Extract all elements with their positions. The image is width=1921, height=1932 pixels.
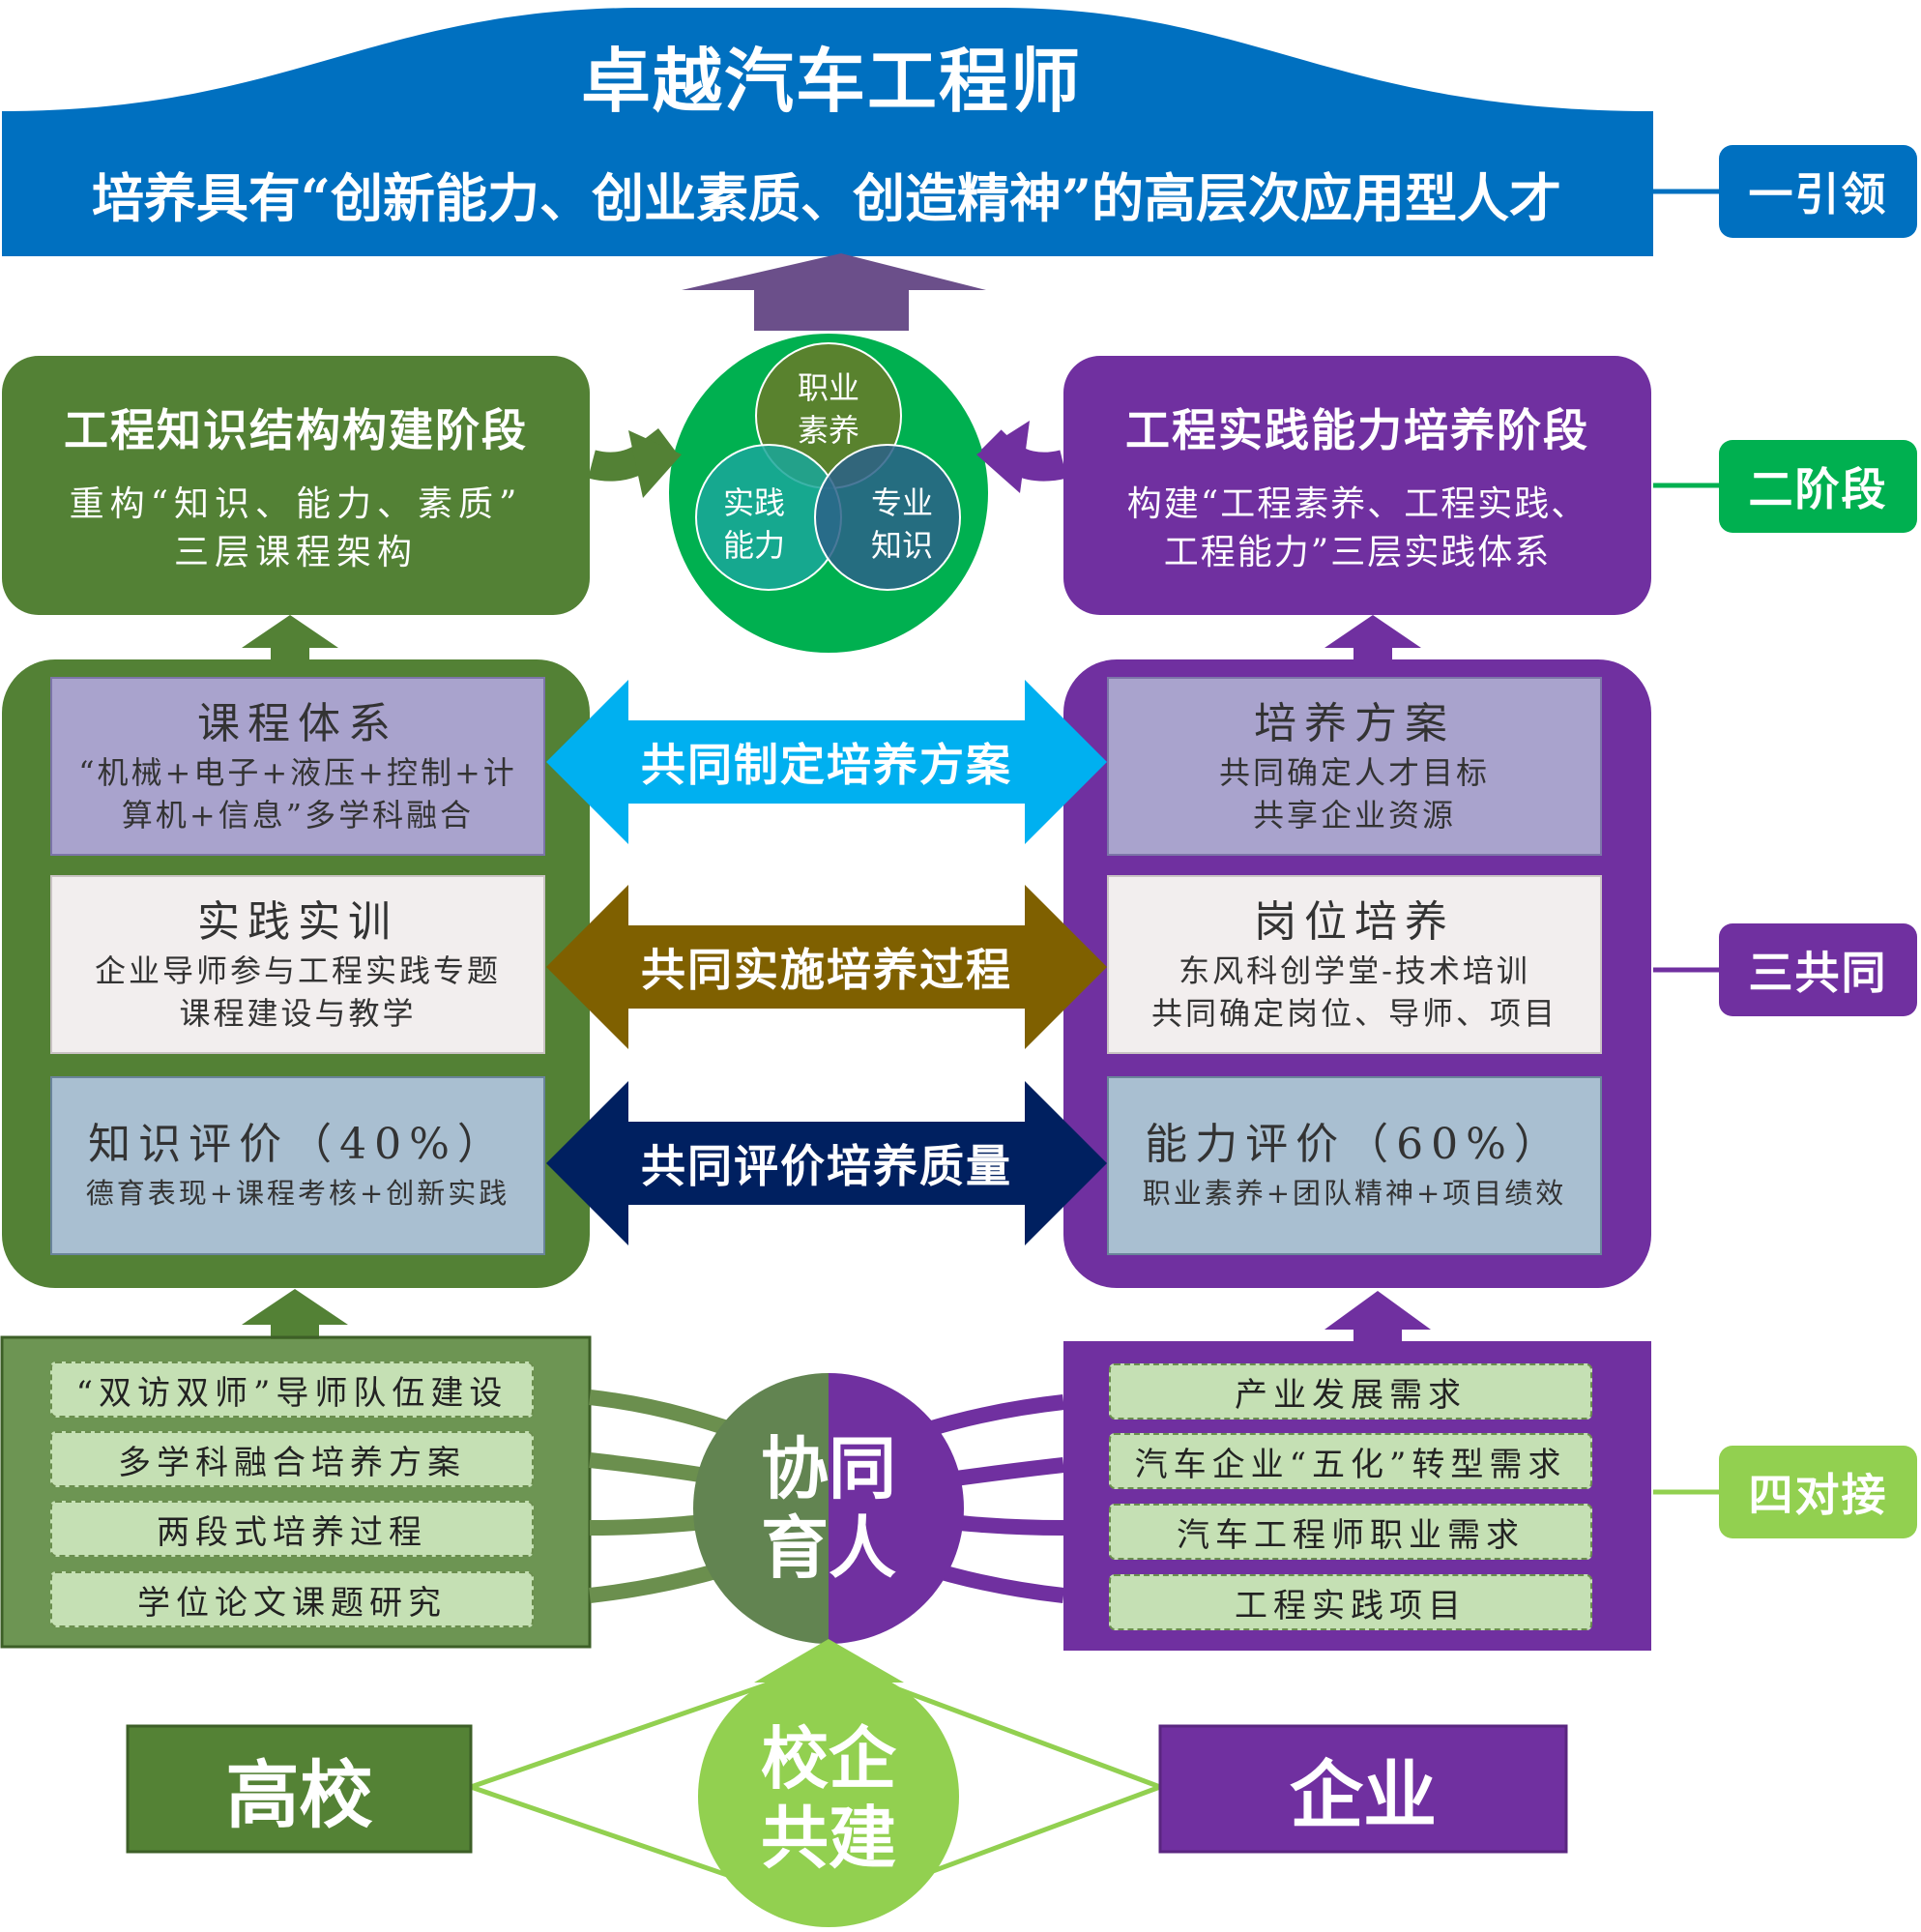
school-box — [126, 1724, 473, 1854]
course-system-box: 课程体系 “机械+电子+液压+控制+计 算机+信息”多学科融合 — [50, 677, 545, 856]
arrow-quality — [546, 1081, 1107, 1245]
stage-right-line2: 工程能力”三层实践体系 — [1163, 532, 1552, 572]
center-circle-right-half — [829, 1373, 964, 1644]
enterprise-item: 汽车企业“五化”转型需求 — [1109, 1433, 1592, 1489]
venn-left-text: 实践 能力 — [706, 481, 802, 568]
practice-training-box: 实践实训 企业导师参与工程实践专题 课程建设与教学 — [50, 875, 545, 1054]
venn-top-line2: 素养 — [797, 412, 859, 449]
stage-left-title: 工程知识结构构建阶段 — [64, 403, 528, 456]
venn-top-line1: 职业 — [797, 369, 859, 406]
enterprise-item: 工程实践项目 — [1109, 1574, 1592, 1630]
knowledge-eval-title: 知识评价（40%） — [88, 1119, 508, 1169]
course-system-line2: 算机+信息”多学科融合 — [121, 796, 475, 834]
label-four-dock: 四对接 — [1719, 1446, 1917, 1538]
ability-eval-box: 能力评价（60%） 职业素养+团队精神+项目绩效 — [1107, 1076, 1602, 1255]
arrow-plan-label: 共同制定培养方案 — [641, 739, 1012, 791]
build-circle — [698, 1666, 959, 1927]
curve-arrow-right-head — [976, 421, 1030, 493]
stage-right-title: 工程实践能力培养阶段 — [1125, 403, 1589, 456]
knowledge-eval-line: 德育表现+课程考核+创新实践 — [85, 1176, 510, 1210]
venn-circle-right — [814, 444, 961, 591]
post-training-title: 岗位培养 — [1254, 896, 1455, 947]
up-arrow-right-stage — [1324, 615, 1421, 667]
enterprise-box — [1158, 1724, 1568, 1854]
ability-eval-line: 职业素养+团队精神+项目绩效 — [1142, 1176, 1567, 1210]
up-arrow-left-container — [242, 1289, 348, 1339]
venn-top-text: 职业 素养 — [780, 366, 877, 453]
center-circle-left-half — [693, 1373, 829, 1644]
label-lead: 一引领 — [1719, 145, 1917, 238]
venn-right-line2: 知识 — [870, 527, 933, 564]
build-text: 校企 共建 — [732, 1697, 925, 1900]
post-training-line1: 东风科创学堂-技术培训 — [1179, 951, 1530, 989]
stage-right-line1: 构建“工程素养、工程实践、 — [1126, 483, 1588, 524]
stage-right-text: 工程实践能力培养阶段 构建“工程素养、工程实践、 工程能力”三层实践体系 — [1063, 367, 1651, 604]
post-training-line2: 共同确定岗位、导师、项目 — [1150, 994, 1557, 1032]
post-training-box: 岗位培养 东风科创学堂-技术培训 共同确定岗位、导师、项目 — [1107, 875, 1602, 1054]
training-plan-line1: 共同确定人才目标 — [1218, 753, 1490, 791]
venn-left-line2: 能力 — [722, 527, 785, 564]
practice-training-line2: 课程建设与教学 — [179, 994, 417, 1032]
ability-eval-title: 能力评价（60%） — [1145, 1119, 1564, 1169]
stage-left-line2: 三层课程架构 — [173, 532, 418, 572]
collab-text: 协同 育人 — [732, 1407, 925, 1610]
venn-left-line1: 实践 — [722, 484, 785, 521]
training-plan-line2: 共享企业资源 — [1252, 796, 1456, 834]
training-plan-box: 培养方案 共同确定人才目标 共享企业资源 — [1107, 677, 1602, 856]
knowledge-eval-box: 知识评价（40%） 德育表现+课程考核+创新实践 — [50, 1076, 545, 1255]
arrow-plan — [546, 680, 1107, 844]
training-plan-title: 培养方案 — [1254, 698, 1455, 748]
school-item: “双访双师”导师队伍建设 — [50, 1361, 534, 1418]
collab-line1: 协同 — [761, 1428, 896, 1508]
arrow-quality-label: 共同评价培养质量 — [641, 1140, 1012, 1192]
enterprise-item: 产业发展需求 — [1109, 1363, 1592, 1420]
practice-training-line1: 企业导师参与工程实践专题 — [94, 951, 501, 989]
up-arrow-top — [682, 253, 986, 331]
enterprise-item: 汽车工程师职业需求 — [1109, 1504, 1592, 1560]
school-item: 学位论文课题研究 — [50, 1571, 534, 1627]
up-arrow-right-container — [1324, 1291, 1431, 1344]
venn-right-line1: 专业 — [870, 484, 933, 521]
enterprise-label: 企业 — [1290, 1752, 1437, 1838]
course-system-line1: “机械+电子+液压+控制+计 — [78, 753, 517, 791]
banner-subtitle: 培养具有“创新能力、创业素质、创造精神”的高层次应用型人才 — [91, 166, 1562, 229]
course-system-title: 课程体系 — [197, 698, 398, 748]
label-three-common: 三共同 — [1719, 923, 1917, 1016]
label-two-stages: 二阶段 — [1719, 440, 1917, 533]
build-line2: 共建 — [761, 1798, 896, 1878]
stage-left-line1: 重构“知识、能力、素质” — [69, 483, 523, 524]
practice-training-title: 实践实训 — [197, 896, 398, 947]
school-label: 高校 — [225, 1752, 373, 1838]
curve-arrow-left-head — [628, 430, 682, 498]
arrow-process — [546, 885, 1107, 1049]
school-item: 两段式培养过程 — [50, 1501, 534, 1557]
venn-right-text: 专业 知识 — [854, 481, 950, 568]
banner-title: 卓越汽车工程师 — [580, 39, 1082, 122]
collab-line2: 育人 — [761, 1508, 896, 1588]
up-arrow-left-stage — [242, 615, 338, 667]
build-line1: 校企 — [761, 1718, 896, 1799]
top-banner-shape — [2, 8, 1653, 256]
stage-left-text: 工程知识结构构建阶段 重构“知识、能力、素质” 三层课程架构 — [2, 367, 590, 604]
arrow-process-label: 共同实施培养过程 — [641, 944, 1012, 996]
school-item: 多学科融合培养方案 — [50, 1431, 534, 1487]
stage-right-box — [1063, 356, 1651, 615]
stage-left-box — [2, 356, 590, 615]
